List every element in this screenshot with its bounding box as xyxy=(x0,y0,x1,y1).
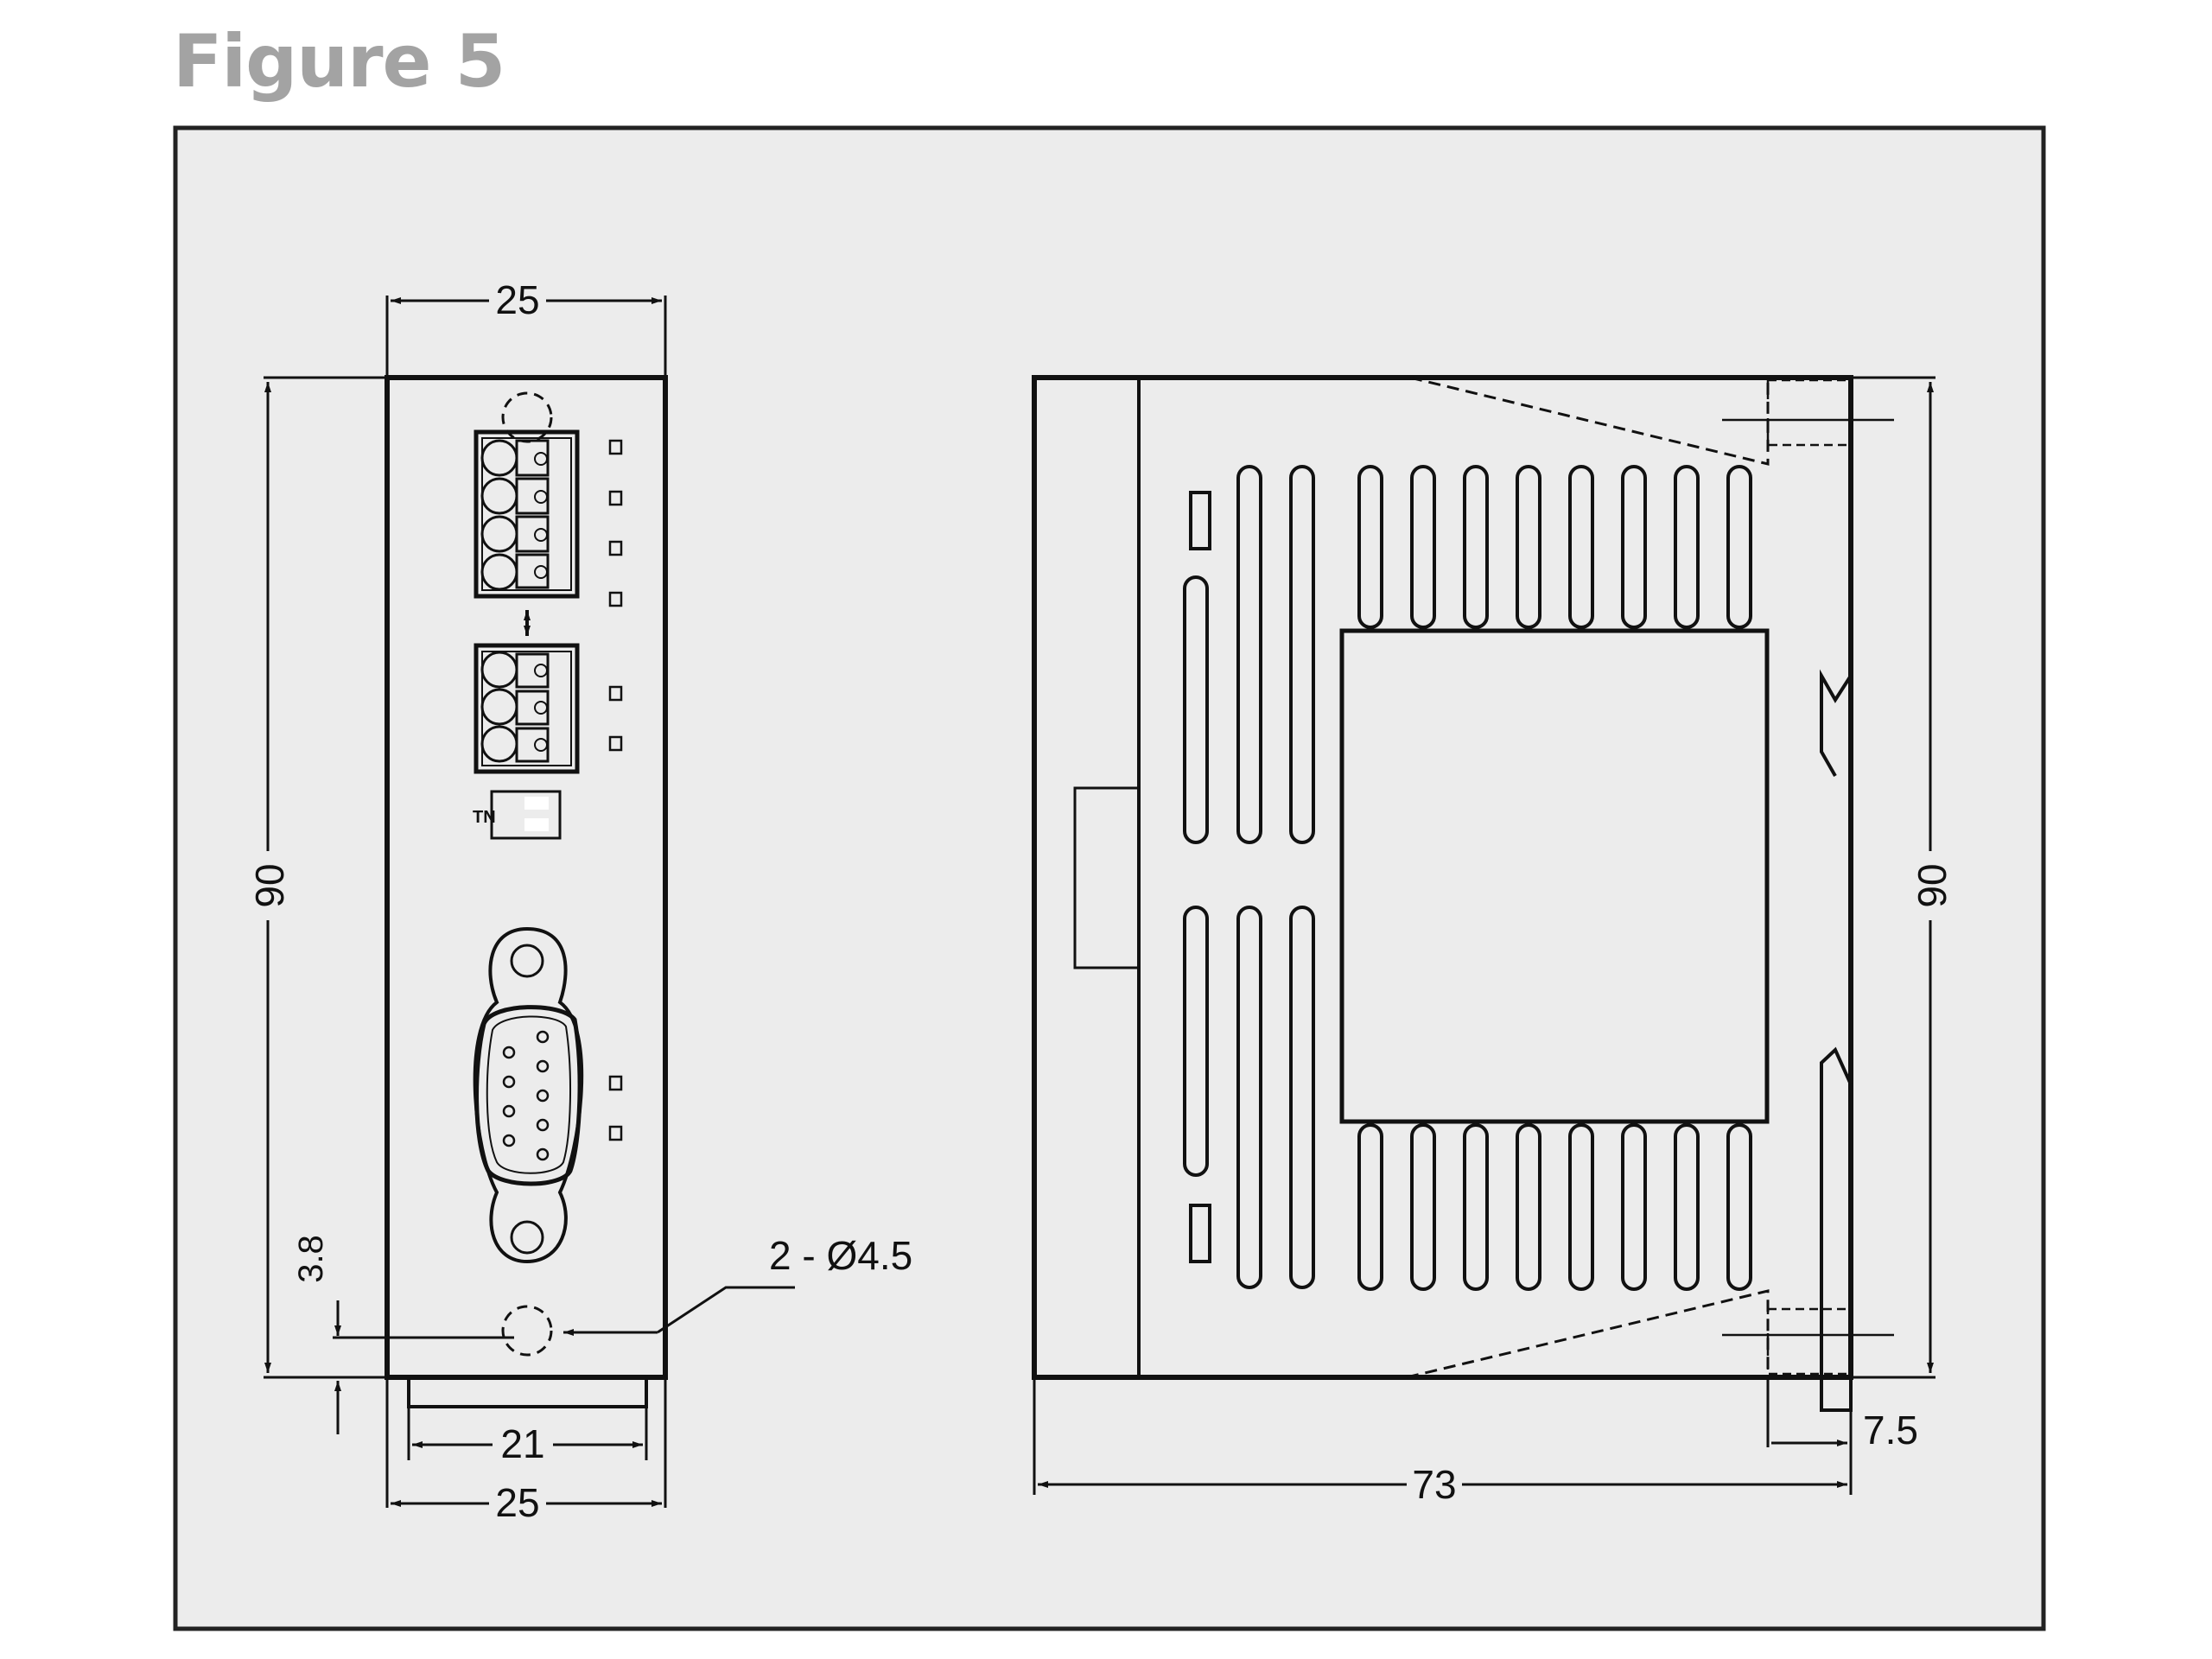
front-width-top-label: 25 xyxy=(495,277,539,322)
vent-slots xyxy=(1183,465,1752,1291)
mounting-hole-bottom xyxy=(501,1305,553,1357)
vent-small-top xyxy=(1189,491,1211,550)
switch-label: TN xyxy=(473,808,496,827)
side-dimension-lines xyxy=(1033,376,1936,1495)
front-width-bottom-label: 25 xyxy=(495,1480,539,1525)
rail-offset-label: 7.5 xyxy=(1863,1408,1918,1452)
hole-offset-label: 3.8 xyxy=(292,1235,330,1283)
terminal-block-4pin xyxy=(474,429,580,599)
front-housing xyxy=(385,375,668,1380)
figure-title: Figure 5 xyxy=(173,19,505,104)
side-height-label: 90 xyxy=(1910,863,1955,907)
front-height-label: 90 xyxy=(247,863,292,907)
hole-callout-label: 2 - Ø4.5 xyxy=(769,1233,912,1278)
side-depth-label: 73 xyxy=(1412,1462,1456,1507)
label-panel xyxy=(1339,628,1770,1124)
din-clip xyxy=(407,1377,648,1408)
terminal-block-3pin xyxy=(474,643,580,774)
front-view xyxy=(264,296,795,1508)
front-tab xyxy=(1073,786,1139,969)
figure-frame xyxy=(173,125,2046,1631)
dip-switch xyxy=(490,790,562,840)
side-view xyxy=(1032,375,1936,1495)
side-housing xyxy=(1032,375,1853,1380)
din-width-label: 21 xyxy=(500,1421,544,1466)
db9-connector xyxy=(473,926,584,1264)
vent-small-bottom xyxy=(1189,1204,1211,1263)
front-dimension-lines xyxy=(264,296,795,1508)
led-indicators xyxy=(608,439,623,1141)
